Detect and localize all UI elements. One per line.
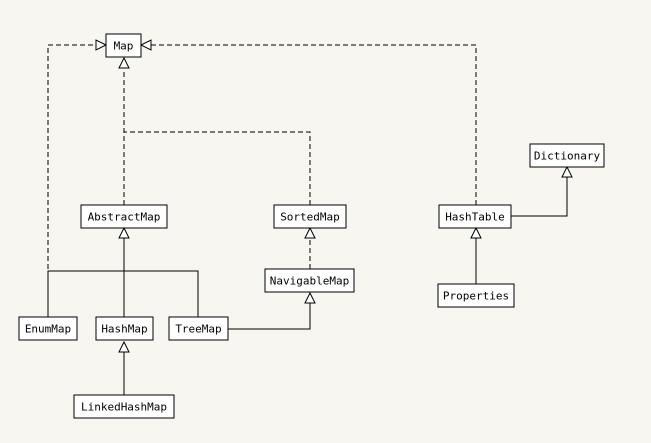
node-tree-map: TreeMap <box>168 316 229 341</box>
node-properties: Properties <box>437 283 515 308</box>
arrowhead-sortedmap <box>304 226 316 239</box>
node-sorted-map-label: SortedMap <box>280 211 340 224</box>
arrowhead-navigablemap <box>304 291 316 304</box>
edge-enummap-to-map <box>47 44 96 317</box>
node-properties-label: Properties <box>443 290 509 303</box>
node-tree-map-label: TreeMap <box>175 323 221 336</box>
arrowhead-hashmap <box>118 340 130 353</box>
arrowhead-dictionary <box>561 165 573 178</box>
node-linked-hash-map-label: LinkedHashMap <box>81 401 167 414</box>
node-sorted-map: SortedMap <box>273 204 347 229</box>
arrowhead-map-bottom <box>118 56 130 69</box>
arrowhead-hashtable <box>470 226 482 239</box>
edge-treemap-to-navigablemap <box>228 303 311 330</box>
arrowhead-map-right <box>139 39 152 51</box>
node-dictionary: Dictionary <box>529 143 605 168</box>
node-abstract-map: AbstractMap <box>80 204 168 229</box>
edge-hashtable-to-dictionary <box>511 177 568 217</box>
node-enum-map-label: EnumMap <box>25 323 71 336</box>
node-enum-map: EnumMap <box>18 316 78 341</box>
arrowhead-map-left <box>95 39 108 51</box>
edge-sortedmap-to-map <box>124 131 311 205</box>
node-map: Map <box>105 33 142 58</box>
node-navigable-map: NavigableMap <box>264 268 355 293</box>
edge-subclasses-to-abstractmap <box>47 238 199 317</box>
node-linked-hash-map: LinkedHashMap <box>73 394 175 419</box>
node-navigable-map-label: NavigableMap <box>270 275 349 288</box>
edge-hashtable-to-map <box>151 44 477 205</box>
node-map-label: Map <box>114 40 134 53</box>
node-abstract-map-label: AbstractMap <box>88 211 161 224</box>
node-hash-map: HashMap <box>95 316 154 341</box>
node-dictionary-label: Dictionary <box>534 150 601 163</box>
arrowhead-abstractmap <box>118 226 130 239</box>
node-hash-map-label: HashMap <box>101 323 147 336</box>
node-hash-table-label: HashTable <box>445 211 505 224</box>
node-hash-table: HashTable <box>438 204 512 229</box>
